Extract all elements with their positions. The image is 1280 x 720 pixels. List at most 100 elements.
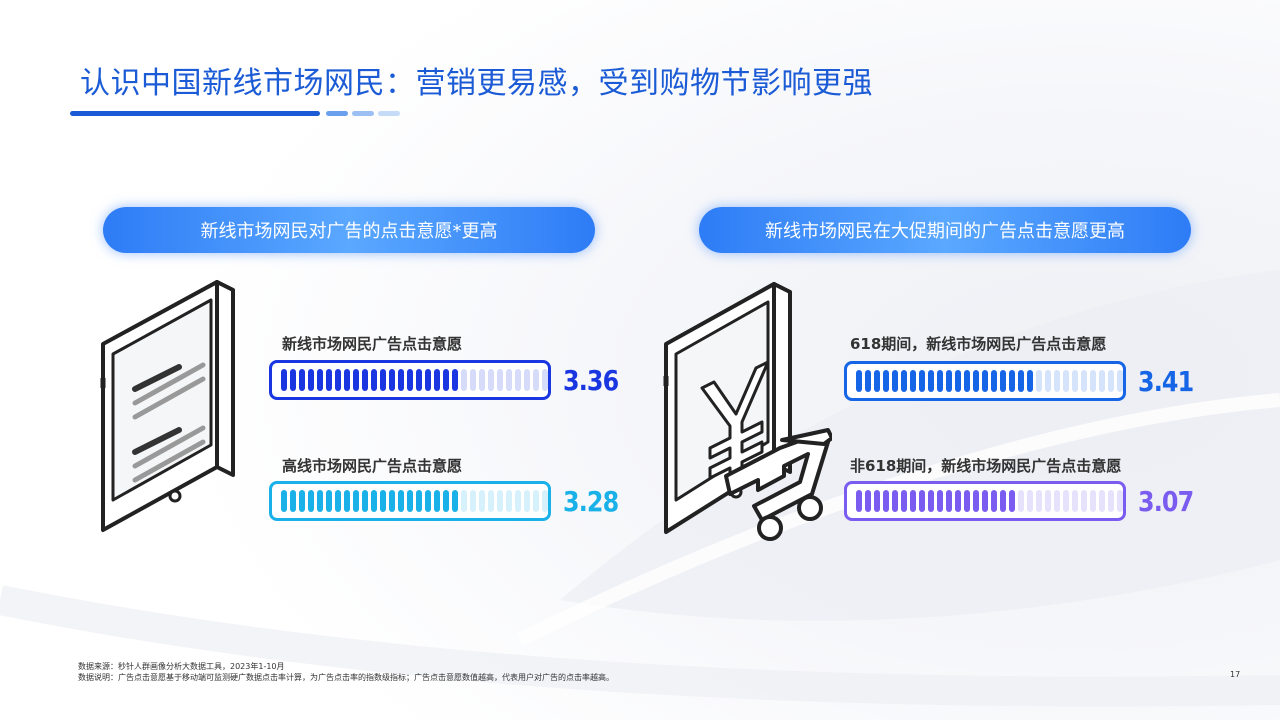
bar-segment-filled xyxy=(991,490,997,512)
bar-segment-empty xyxy=(1036,490,1042,512)
bar-segment-filled xyxy=(937,370,943,392)
bar-segment-empty xyxy=(470,490,476,512)
bar-segment-filled xyxy=(434,369,440,391)
bar-segment-empty xyxy=(1108,370,1114,392)
bar-segment-filled xyxy=(425,369,431,391)
bar-segment-empty xyxy=(1081,370,1087,392)
bar-segment-empty xyxy=(515,369,521,391)
bar-segment-empty xyxy=(515,490,521,512)
bar-segment-empty xyxy=(488,369,494,391)
bar-segment-empty xyxy=(524,490,530,512)
bar-segment-empty xyxy=(1045,370,1051,392)
bar-label: 新线市场网民广告点击意愿 xyxy=(282,335,463,353)
bar-segment-filled xyxy=(362,369,368,391)
bar-segment-filled xyxy=(892,370,898,392)
title-underline-dash xyxy=(378,111,400,116)
bar-segment-filled xyxy=(919,490,925,512)
bar-segment-filled xyxy=(344,490,350,512)
bar-segment-filled xyxy=(1009,490,1015,512)
bar-segment-empty xyxy=(479,490,485,512)
bar-segment-filled xyxy=(299,490,305,512)
bar-segment-empty xyxy=(1054,490,1060,512)
bar-segment-filled xyxy=(901,490,907,512)
bar-value-label: 3.36 xyxy=(563,364,619,397)
bar-segment-filled xyxy=(434,490,440,512)
bar-segment-filled xyxy=(1000,490,1006,512)
bar-segment-filled xyxy=(353,490,359,512)
bar-label: 非618期间，新线市场网民广告点击意愿 xyxy=(850,457,1122,475)
bar-segment-empty xyxy=(479,369,485,391)
bar-segment-filled xyxy=(326,369,332,391)
bar-segment-filled xyxy=(901,370,907,392)
bar-segment-filled xyxy=(937,490,943,512)
bar-segment-empty xyxy=(1018,490,1024,512)
bar-segment-filled xyxy=(371,490,377,512)
bar-segment-filled xyxy=(362,490,368,512)
bar-segment-filled xyxy=(353,369,359,391)
bar-segment-filled xyxy=(874,490,880,512)
bar-segment-filled xyxy=(317,369,323,391)
bar-segment-empty xyxy=(470,369,476,391)
bar-segment-empty xyxy=(1108,490,1114,512)
bar-segment-empty xyxy=(1036,370,1042,392)
bar-segment-filled xyxy=(856,490,862,512)
bar-segment-empty xyxy=(497,490,503,512)
bar-frame xyxy=(844,481,1126,521)
title-underline-dash xyxy=(326,111,348,116)
bar-segment-filled xyxy=(955,490,961,512)
footnote-source: 数据来源：秒针人群画像分析大数据工具，2023年1-10月 xyxy=(78,662,285,671)
bar-segment-filled xyxy=(389,369,395,391)
bar-segment-empty xyxy=(533,490,539,512)
bar-segment-empty xyxy=(506,490,512,512)
bar-segment-empty xyxy=(542,490,548,512)
bar-segment-filled xyxy=(874,370,880,392)
bar-segment-filled xyxy=(380,490,386,512)
bar-segment-filled xyxy=(955,370,961,392)
bar-segment-filled xyxy=(335,369,341,391)
bar-segment-empty xyxy=(1081,490,1087,512)
bar-segment-filled xyxy=(389,490,395,512)
bar-segment-empty xyxy=(461,369,467,391)
bar-segment-filled xyxy=(1018,370,1024,392)
bar-segment-filled xyxy=(973,490,979,512)
bar-segment-empty xyxy=(542,369,548,391)
bar-segment-filled xyxy=(416,369,422,391)
bar-label: 618期间，新线市场网民广告点击意愿 xyxy=(850,335,1107,353)
page-title: 认识中国新线市场网民：营销更易感，受到购物节影响更强 xyxy=(80,66,873,101)
bar-segment-empty xyxy=(1072,370,1078,392)
bar-segment-empty xyxy=(488,490,494,512)
bar-segment-filled xyxy=(290,490,296,512)
bar-segment-empty xyxy=(1099,490,1105,512)
bar-segment-filled xyxy=(398,490,404,512)
bar-segment-filled xyxy=(910,370,916,392)
bar-frame xyxy=(269,481,551,521)
bar-segment-filled xyxy=(335,490,341,512)
bar-segment-filled xyxy=(910,490,916,512)
bar-segment-filled xyxy=(982,490,988,512)
bar-segment-filled xyxy=(290,369,296,391)
panel-heading-left: 新线市场网民对广告的点击意愿*更高 xyxy=(103,207,595,253)
bar-segment-filled xyxy=(452,490,458,512)
bar-value-label: 3.41 xyxy=(1138,365,1194,398)
bar-segment-filled xyxy=(308,369,314,391)
bar-segment-filled xyxy=(865,370,871,392)
bar-segment-filled xyxy=(856,370,862,392)
footnote-note: 数据说明：广告点击意愿基于移动端可监测硬广数据点击率计算，为广告点击率的指数级指… xyxy=(78,673,614,682)
panel-heading-right: 新线市场网民在大促期间的广告点击意愿更高 xyxy=(699,207,1191,253)
title-underline-dash xyxy=(352,111,374,116)
bar-segment-empty xyxy=(461,490,467,512)
bar-value-label: 3.28 xyxy=(563,485,619,518)
bar-segment-filled xyxy=(892,490,898,512)
bar-segment-empty xyxy=(1099,370,1105,392)
bar-segment-empty xyxy=(1117,370,1123,392)
bar-segment-empty xyxy=(1063,490,1069,512)
bar-segment-filled xyxy=(982,370,988,392)
bar-segment-filled xyxy=(344,369,350,391)
bar-segment-filled xyxy=(883,370,889,392)
bar-segment-filled xyxy=(443,490,449,512)
bar-segment-filled xyxy=(317,490,323,512)
bar-segment-filled xyxy=(973,370,979,392)
bar-segment-filled xyxy=(946,370,952,392)
bar-segment-filled xyxy=(991,370,997,392)
